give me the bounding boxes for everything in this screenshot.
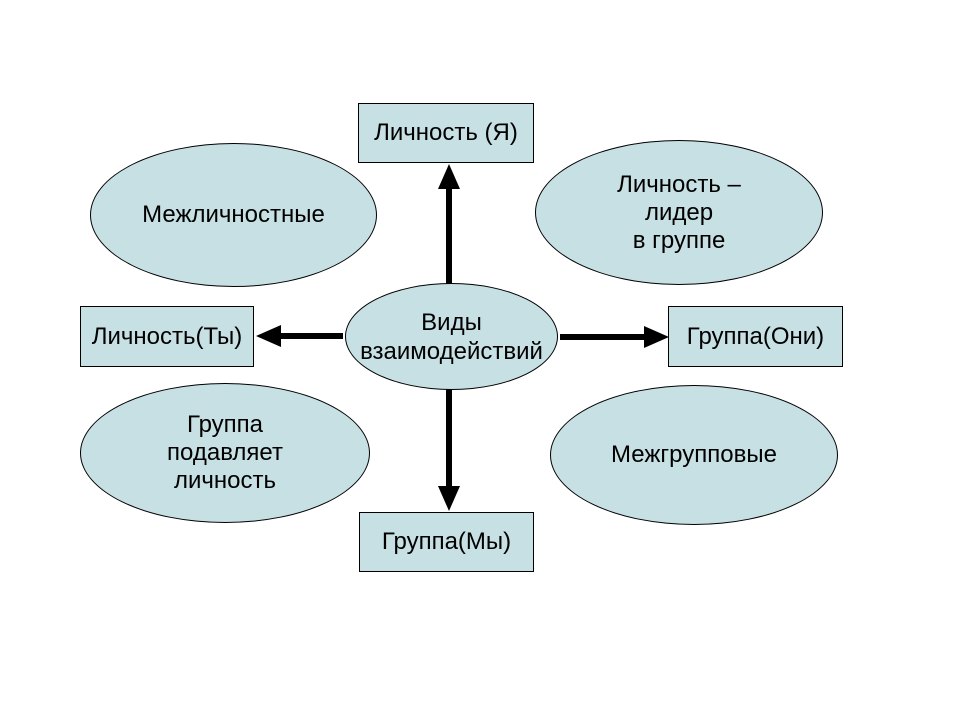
ellipse-group-suppresses: Группа подавляет личность	[80, 383, 370, 523]
arrow-down	[438, 386, 460, 511]
ellipse-intergroup: Межгрупповые	[550, 385, 838, 525]
box-personality-ty: Личность(Ты)	[80, 306, 254, 367]
ellipse-personality-leader-line2: лидер	[644, 198, 714, 226]
ellipse-center-types-of-interactions: Виды взаимодействий	[345, 283, 558, 390]
center-label-line2: взаимодействий	[360, 337, 543, 365]
arrow-up	[438, 164, 460, 288]
ellipse-group-suppresses-line3: личность	[173, 467, 276, 494]
box-personality-ya-label: Личность (Я)	[374, 119, 518, 146]
arrow-left	[256, 325, 343, 347]
ellipse-personality-leader-line3: в группе	[632, 226, 726, 254]
ellipse-personality-leader-line1: Личность –	[617, 170, 741, 198]
box-group-oni: Группа(Они)	[668, 306, 843, 367]
ellipse-intergroup-label: Межгрупповые	[611, 441, 777, 468]
ellipse-interpersonal-label: Межличностные	[142, 201, 325, 228]
center-label-line1: Виды	[421, 308, 482, 336]
box-group-my-label: Группа(Мы)	[381, 528, 512, 555]
box-group-my: Группа(Мы)	[359, 512, 534, 572]
ellipse-group-suppresses-line1: Группа	[186, 411, 264, 438]
box-group-oni-label: Группа(Они)	[686, 322, 825, 350]
ellipse-group-suppresses-line2: подавляет	[167, 439, 283, 466]
ellipse-personality-leader: Личность – лидер в группе	[535, 140, 823, 285]
ellipse-interpersonal: Межличностные	[90, 143, 377, 287]
box-personality-ya: Личность (Я)	[358, 103, 534, 163]
box-personality-ty-label: Личность(Ты)	[91, 322, 243, 350]
arrow-right	[560, 326, 669, 348]
